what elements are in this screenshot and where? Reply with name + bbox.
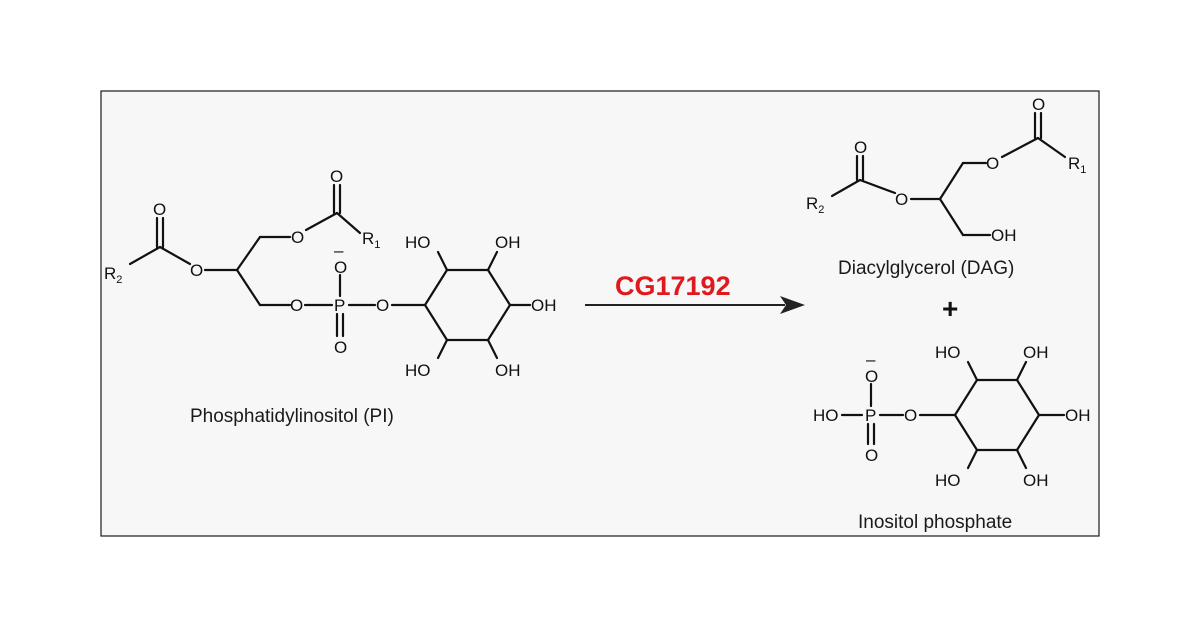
pi-phosphate-o-minus: O — [334, 258, 347, 277]
ip-ho-top-left: HO — [935, 343, 961, 362]
pi-ho-top-left: HO — [405, 233, 431, 252]
ip-ho-phosphate: HO — [813, 406, 839, 425]
pi-oh-right: OH — [531, 296, 557, 315]
ip-phosphate-o-right: O — [904, 406, 917, 425]
pi-r1-label: R1 — [362, 229, 380, 251]
figure-frame — [100, 90, 1100, 537]
pi-oh-top-right: OH — [495, 233, 521, 252]
dag-ester-o-2: O — [895, 190, 908, 209]
product-2-name-label: Inositol phosphate — [858, 512, 1012, 533]
reaction-arrow — [585, 296, 805, 314]
product-dag-structure: O O R1 O O R2 OH — [806, 95, 1086, 245]
ip-phosphate-o-double: O — [865, 446, 878, 465]
ip-phosphorus: P — [865, 406, 876, 425]
dag-carbonyl-o-2: O — [854, 138, 867, 157]
pi-phosphate-o-right: O — [376, 296, 389, 315]
pi-carbonyl-o-2: O — [153, 200, 166, 219]
product-1-name-label: Diacylglycerol (DAG) — [838, 258, 1014, 279]
dag-oh-label: OH — [991, 226, 1017, 245]
pi-carbonyl-o-1: O — [330, 167, 343, 186]
pi-ester-o-1: O — [291, 228, 304, 247]
substrate-name-label: Phosphatidylinositol (PI) — [190, 406, 394, 427]
pi-ester-o-2: O — [190, 261, 203, 280]
ip-oh-right: OH — [1065, 406, 1091, 425]
dag-r2-label: R2 — [806, 194, 824, 216]
pi-ho-bottom-left: HO — [405, 361, 431, 380]
product-inositol-phosphate-structure: HO P O – O O HO OH OH HO OH — [813, 343, 1091, 490]
substrate-pi-structure: O O R1 O O R2 O P O – O O HO OH OH HO OH — [104, 167, 557, 380]
ip-oh-top-right: OH — [1023, 343, 1049, 362]
pi-r2-label: R2 — [104, 264, 122, 286]
pi-phosphorus: P — [334, 296, 345, 315]
enzyme-label: CG17192 — [615, 271, 731, 301]
pi-charge-minus: – — [334, 241, 344, 260]
dag-ester-o-1: O — [986, 154, 999, 173]
ip-charge-minus: – — [866, 350, 876, 369]
dag-r1-label: R1 — [1068, 154, 1086, 176]
ip-ho-bottom-left: HO — [935, 471, 961, 490]
pi-phosphate-o-left: O — [290, 296, 303, 315]
pi-oh-bottom-right: OH — [495, 361, 521, 380]
pi-phosphate-o-double: O — [334, 338, 347, 357]
ip-oh-bottom-right: OH — [1023, 471, 1049, 490]
plus-sign: + — [942, 293, 958, 324]
dag-carbonyl-o-1: O — [1032, 95, 1045, 114]
ip-phosphate-o-minus: O — [865, 367, 878, 386]
